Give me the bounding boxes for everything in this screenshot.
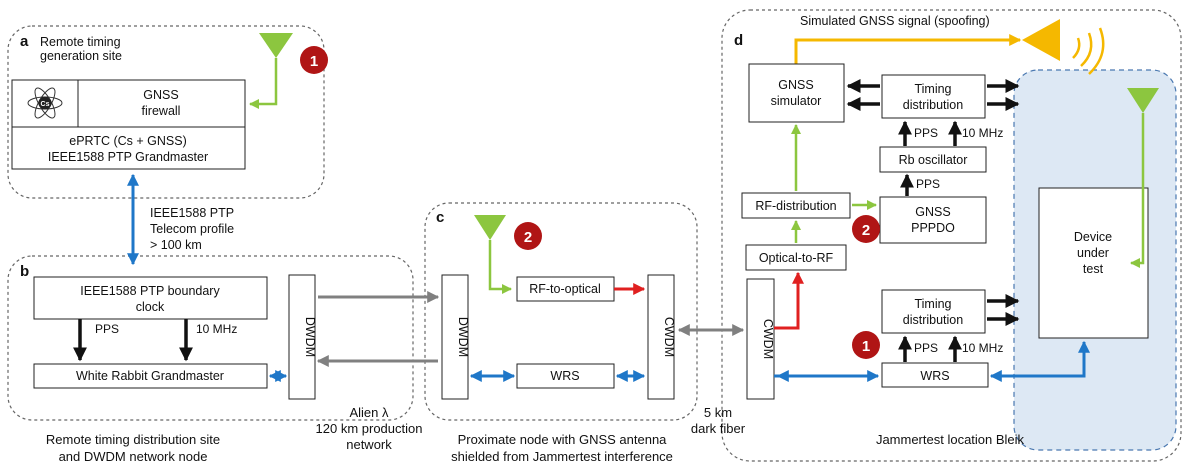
eprtc-box bbox=[11, 126, 246, 170]
marker-2-icon bbox=[514, 222, 542, 250]
wrs-box bbox=[516, 363, 615, 389]
caption-c-1: Proximate node with GNSS antenna bbox=[458, 432, 668, 447]
boundary-clock-label-1: IEEE1588 PTP boundary bbox=[80, 284, 220, 298]
gnss-simulator-box bbox=[748, 63, 845, 123]
caption-b-1: Remote timing distribution site bbox=[46, 432, 220, 447]
gnss-simulator-label-2: simulator bbox=[771, 94, 822, 108]
cwdm-box bbox=[647, 274, 675, 400]
region-a-letter: a bbox=[20, 33, 29, 50]
wr-grandmaster-box bbox=[33, 363, 268, 389]
timing-distribution-box bbox=[881, 289, 986, 334]
pps-label: PPS bbox=[914, 341, 938, 355]
region-d-letter: d bbox=[734, 32, 743, 49]
ten-mhz-label: 10 MHz bbox=[962, 126, 1003, 140]
svg-text:1: 1 bbox=[862, 338, 870, 355]
dwdm-label: DWDM bbox=[456, 317, 470, 357]
caption-c-2: shielded from Jammertest interference bbox=[451, 449, 673, 464]
fiber-label-2: dark fiber bbox=[691, 421, 746, 436]
region-b-letter: b bbox=[20, 263, 29, 280]
radio-waves-icon bbox=[1072, 27, 1105, 75]
gnss-simulator-label-1: GNSS bbox=[778, 78, 813, 92]
timing-distribution-label-1: Timing bbox=[914, 297, 951, 311]
spoofing-transmitter-icon bbox=[1022, 19, 1060, 61]
timing-distribution-label-2: distribution bbox=[903, 98, 963, 112]
pps-label: PPS bbox=[914, 126, 938, 140]
svg-text:Cs: Cs bbox=[41, 101, 50, 108]
timing-distribution-label-1: Timing bbox=[914, 82, 951, 96]
timing-distribution-box bbox=[881, 74, 986, 119]
rb-oscillator-box bbox=[879, 146, 987, 173]
rf-to-optical-label: RF-to-optical bbox=[529, 282, 601, 296]
pps-label: PPS bbox=[916, 177, 940, 191]
rb-oscillator-label: Rb oscillator bbox=[899, 153, 968, 167]
cwdm-label: CWDM bbox=[761, 319, 775, 359]
marker-2-icon bbox=[852, 215, 880, 243]
region-b bbox=[7, 255, 414, 421]
ten-mhz-label: 10 MHz bbox=[962, 341, 1003, 355]
dwdm-box bbox=[441, 274, 469, 400]
optical-to-rf-box bbox=[745, 244, 847, 271]
wrs-label: WRS bbox=[550, 369, 579, 383]
optical-to-rf-label: Optical-to-RF bbox=[759, 251, 834, 265]
dut-label-2: under bbox=[1077, 246, 1109, 260]
alien-label-2: 120 km production bbox=[316, 421, 423, 436]
caption-b-2: and DWDM network node bbox=[59, 449, 208, 464]
atom-icon: Cs bbox=[27, 87, 63, 119]
rf-distribution-box bbox=[741, 192, 851, 219]
svg-text:2: 2 bbox=[524, 229, 532, 246]
cwdm-label: CWDM bbox=[662, 317, 676, 357]
svg-text:2: 2 bbox=[862, 222, 870, 239]
pps-label: PPS bbox=[95, 322, 119, 336]
gnss-pppdo-label-2: PPPDO bbox=[911, 221, 955, 235]
region-d bbox=[721, 9, 1182, 462]
antenna-icon bbox=[259, 33, 293, 58]
caption-d-1: Jammertest location Bleik bbox=[876, 432, 1025, 447]
boundary-clock-label-2: clock bbox=[136, 300, 165, 314]
dut-label-1: Device bbox=[1074, 230, 1112, 244]
gnss-firewall-label-2: firewall bbox=[142, 104, 181, 118]
ptp-label-1: IEEE1588 PTP bbox=[150, 206, 234, 220]
ten-mhz-label: 10 MHz bbox=[196, 322, 237, 336]
region-a-title-2: generation site bbox=[40, 49, 122, 63]
fiber-label-1: 5 km bbox=[704, 405, 732, 420]
gnss-pppdo-box bbox=[879, 196, 987, 244]
wrs-box bbox=[881, 362, 989, 388]
marker-1-icon bbox=[852, 331, 880, 359]
gnss-pppdo-label-1: GNSS bbox=[915, 205, 950, 219]
timing-distribution-label-2: distribution bbox=[903, 313, 963, 327]
alien-label-3: network bbox=[346, 437, 392, 452]
svg-text:1: 1 bbox=[310, 53, 318, 70]
wrs-label: WRS bbox=[920, 369, 949, 383]
alien-label-1: Alien λ bbox=[349, 405, 389, 420]
marker-1-icon bbox=[300, 46, 328, 74]
dwdm-box bbox=[288, 274, 316, 400]
region-c-letter: c bbox=[436, 209, 444, 226]
wr-grandmaster-label: White Rabbit Grandmaster bbox=[76, 369, 224, 383]
gnss-firewall-label-1: GNSS bbox=[143, 88, 178, 102]
rf-distribution-label: RF-distribution bbox=[755, 199, 836, 213]
dwdm-label: DWDM bbox=[303, 317, 317, 357]
antenna-icon bbox=[474, 215, 506, 240]
region-a bbox=[7, 25, 325, 199]
region-a-title-1: Remote timing bbox=[40, 35, 121, 49]
boundary-clock-box bbox=[33, 276, 268, 320]
spoofing-label: Simulated GNSS signal (spoofing) bbox=[800, 14, 990, 28]
ptp-label-3: > 100 km bbox=[150, 238, 202, 252]
rf-to-optical-box bbox=[516, 276, 615, 302]
ptp-label-2: Telecom profile bbox=[150, 222, 234, 236]
antenna-icon bbox=[1127, 88, 1159, 113]
dut-label-3: test bbox=[1083, 262, 1104, 276]
eprtc-label-1: ePRTC (Cs + GNSS) bbox=[69, 134, 187, 148]
eprtc-label-2: IEEE1588 PTP Grandmaster bbox=[48, 150, 208, 164]
device-under-test-box bbox=[1038, 187, 1149, 339]
